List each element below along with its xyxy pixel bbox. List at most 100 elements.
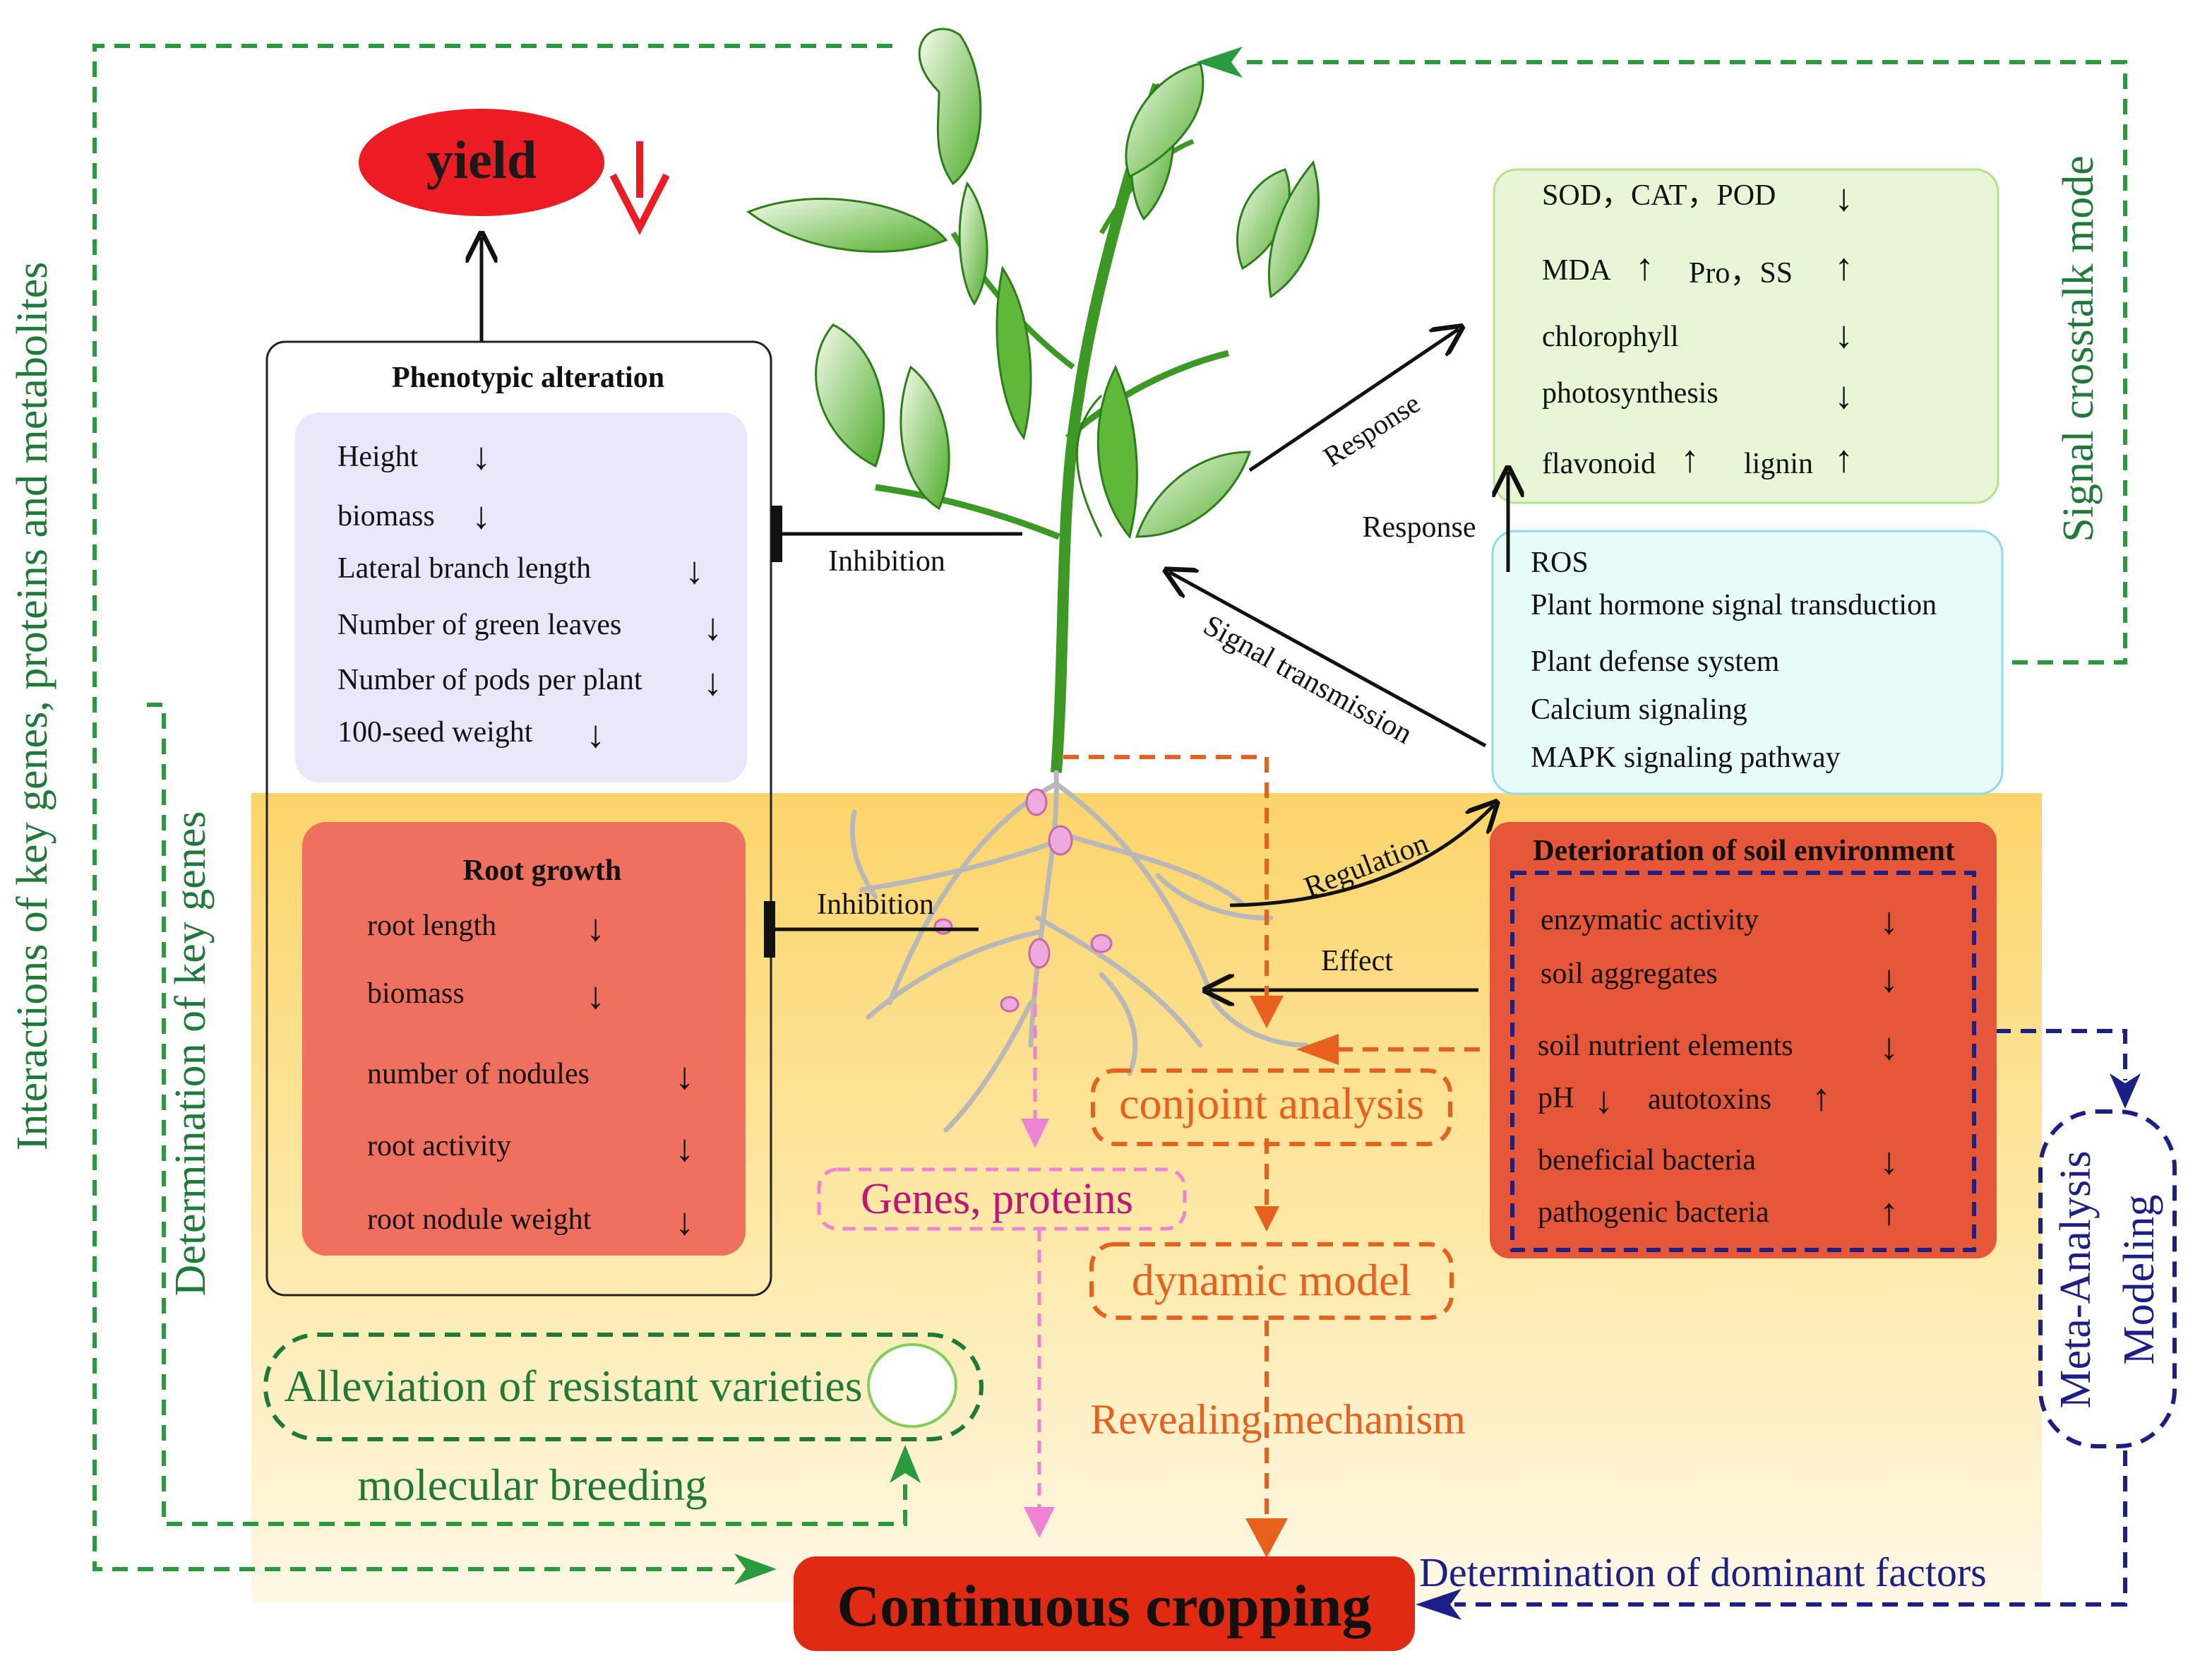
- yield-ellipse: [359, 109, 604, 216]
- plant-illustration: [746, 28, 1320, 773]
- mda: MDA: [1542, 254, 1612, 287]
- mda-trend: ↑: [1635, 246, 1654, 288]
- conjoint-box: [1091, 1068, 1452, 1146]
- lignin: lignin: [1744, 448, 1813, 480]
- soil-autotoxins-trend: ↑: [1812, 1076, 1831, 1119]
- molecular-breeding-label: molecular breeding: [357, 1460, 707, 1510]
- response-vert-label: Response: [1363, 511, 1476, 544]
- regulation-arrow: [1229, 805, 1494, 907]
- soil-nutrients-trend: ↓: [1879, 1025, 1899, 1068]
- phenotype-height: Height: [337, 441, 419, 473]
- phenotype-lateral-branch-trend: ↓: [685, 549, 704, 592]
- root-nodule-weight: root nodule weight: [367, 1203, 592, 1236]
- alleviation-label: Alleviation of resistant varieties: [284, 1361, 862, 1411]
- soil-beneficial-trend: ↓: [1879, 1140, 1899, 1182]
- signal-transmission-label: Signal transmission: [1198, 609, 1418, 750]
- phenotype-seed-weight-trend: ↓: [586, 713, 605, 756]
- soil-title: Deterioration of soil environment: [1533, 835, 1955, 867]
- continuous-cropping-box: [794, 1556, 1415, 1651]
- phenotype-biomass: biomass: [337, 500, 435, 532]
- genes-proteins-label: Genes, proteins: [861, 1175, 1133, 1223]
- seed-icon: [867, 1343, 957, 1428]
- pro-ss-trend: ↑: [1834, 246, 1853, 288]
- photosynthesis-trend: ↓: [1834, 374, 1853, 417]
- root-biomass: biomass: [367, 977, 465, 1010]
- phenotype-green-leaves-trend: ↓: [703, 606, 722, 648]
- phenotype-pods-trend: ↓: [703, 661, 722, 703]
- dynamic-model-box: [1089, 1242, 1454, 1320]
- root-activity: root activity: [367, 1130, 511, 1162]
- phenotype-biomass-trend: ↓: [472, 494, 491, 537]
- modeling-label: Modeling: [2115, 1194, 2163, 1364]
- pro-ss: Pro，SS: [1689, 257, 1793, 290]
- phenotype-pods: Number of pods per plant: [337, 664, 642, 696]
- lignin-trend: ↑: [1834, 438, 1853, 480]
- interaction-loop: [92, 44, 892, 1585]
- conjoint-label: conjoint analysis: [1119, 1078, 1424, 1128]
- antioxidant-enzymes-trend: ↓: [1834, 177, 1853, 219]
- root-activity-trend: ↓: [675, 1127, 694, 1169]
- interactions-side-label: Interactions of key genes, proteins and …: [8, 262, 56, 1151]
- phenotypic-title: Phenotypic alteration: [392, 362, 664, 394]
- signal-ros: ROS: [1531, 547, 1589, 579]
- soil-panel: [1490, 822, 1997, 1258]
- soil-aggregates: soil aggregates: [1541, 958, 1718, 990]
- inhibition-root-label: Inhibition: [817, 888, 934, 921]
- genes-flow: [1021, 983, 1055, 1538]
- phenotype-seed-weight: 100-seed weight: [337, 716, 533, 749]
- analysis-flow: [1063, 755, 1480, 1558]
- soil-enzymatic: enzymatic activity: [1541, 904, 1759, 936]
- phenotypic-list: Height ↓ biomass ↓ Lateral branch length…: [337, 435, 722, 756]
- soil-enzymatic-trend: ↓: [1879, 900, 1899, 942]
- signal-transmission-arrow: [1169, 572, 1487, 748]
- root-growth-title: Root growth: [463, 854, 621, 887]
- dynamic-model-label: dynamic model: [1132, 1255, 1411, 1305]
- root-nodules: [933, 788, 1113, 1013]
- root-nodule-number-trend: ↓: [675, 1055, 694, 1097]
- phenotype-green-leaves: Number of green leaves: [337, 609, 621, 641]
- chlorophyll: chlorophyll: [1542, 321, 1679, 353]
- soil-beneficial: beneficial bacteria: [1538, 1144, 1756, 1176]
- root-nodule-weight-trend: ↓: [675, 1201, 694, 1243]
- flavonoid-trend: ↑: [1680, 438, 1699, 480]
- effect-label: Effect: [1321, 945, 1393, 977]
- root-growth-panel: [302, 822, 746, 1256]
- meta-analysis-label: Meta-Analysis: [2052, 1150, 2100, 1408]
- signal-calcium: Calcium signaling: [1531, 693, 1747, 726]
- soil-pathogenic: pathogenic bacteria: [1538, 1196, 1769, 1229]
- alleviation-box: [263, 1333, 984, 1441]
- meta-analysis-loop: [1416, 1029, 2141, 1620]
- phenotypic-panel: [295, 412, 747, 782]
- root-growth-list: root length ↓ biomass ↓ number of nodule…: [367, 907, 694, 1243]
- antioxidant-enzymes: SOD，CAT，POD: [1542, 179, 1776, 212]
- photosynthesis: photosynthesis: [1542, 377, 1718, 410]
- soil-autotoxins: autotoxins: [1648, 1083, 1771, 1116]
- crosstalk-loop: [1196, 47, 2127, 665]
- soil-aggregates-trend: ↓: [1879, 958, 1899, 1000]
- signal-mapk: MAPK signaling pathway: [1531, 741, 1841, 774]
- physiology-panel: [1493, 168, 1999, 504]
- phenotype-height-trend: ↓: [472, 435, 491, 477]
- soil-dashed-frame: [1510, 871, 1976, 1252]
- signal-defense: Plant defense system: [1531, 645, 1780, 678]
- yield-down-arrow: [609, 141, 670, 235]
- soil-ph: pH: [1538, 1082, 1574, 1114]
- root-length: root length: [367, 910, 496, 942]
- root-length-trend: ↓: [586, 907, 605, 949]
- key-genes-loop: [147, 703, 921, 1526]
- crosstalk-side-label: Signal crosstalk mode: [2055, 155, 2103, 542]
- root-nodule-number: number of nodules: [367, 1058, 590, 1090]
- soil-nutrients: soil nutrient elements: [1538, 1030, 1793, 1062]
- inhibition-top-label: Inhibition: [828, 545, 945, 578]
- response-diag-label: Response: [1317, 387, 1425, 472]
- soil-list: enzymatic activity ↓ soil aggregates ↓ s…: [1538, 900, 1899, 1233]
- signaling-list: ROS Plant hormone signal transduction Pl…: [1531, 547, 1937, 774]
- flavonoid: flavonoid: [1542, 448, 1656, 480]
- continuous-cropping-label: Continuous cropping: [837, 1573, 1371, 1639]
- phenotype-lateral-branch: Lateral branch length: [337, 552, 591, 585]
- meta-analysis-box: [2038, 1109, 2177, 1448]
- signaling-panel: [1491, 530, 2004, 795]
- phenotypic-frame: [265, 340, 772, 1297]
- response-diag-arrow: [1248, 329, 1459, 472]
